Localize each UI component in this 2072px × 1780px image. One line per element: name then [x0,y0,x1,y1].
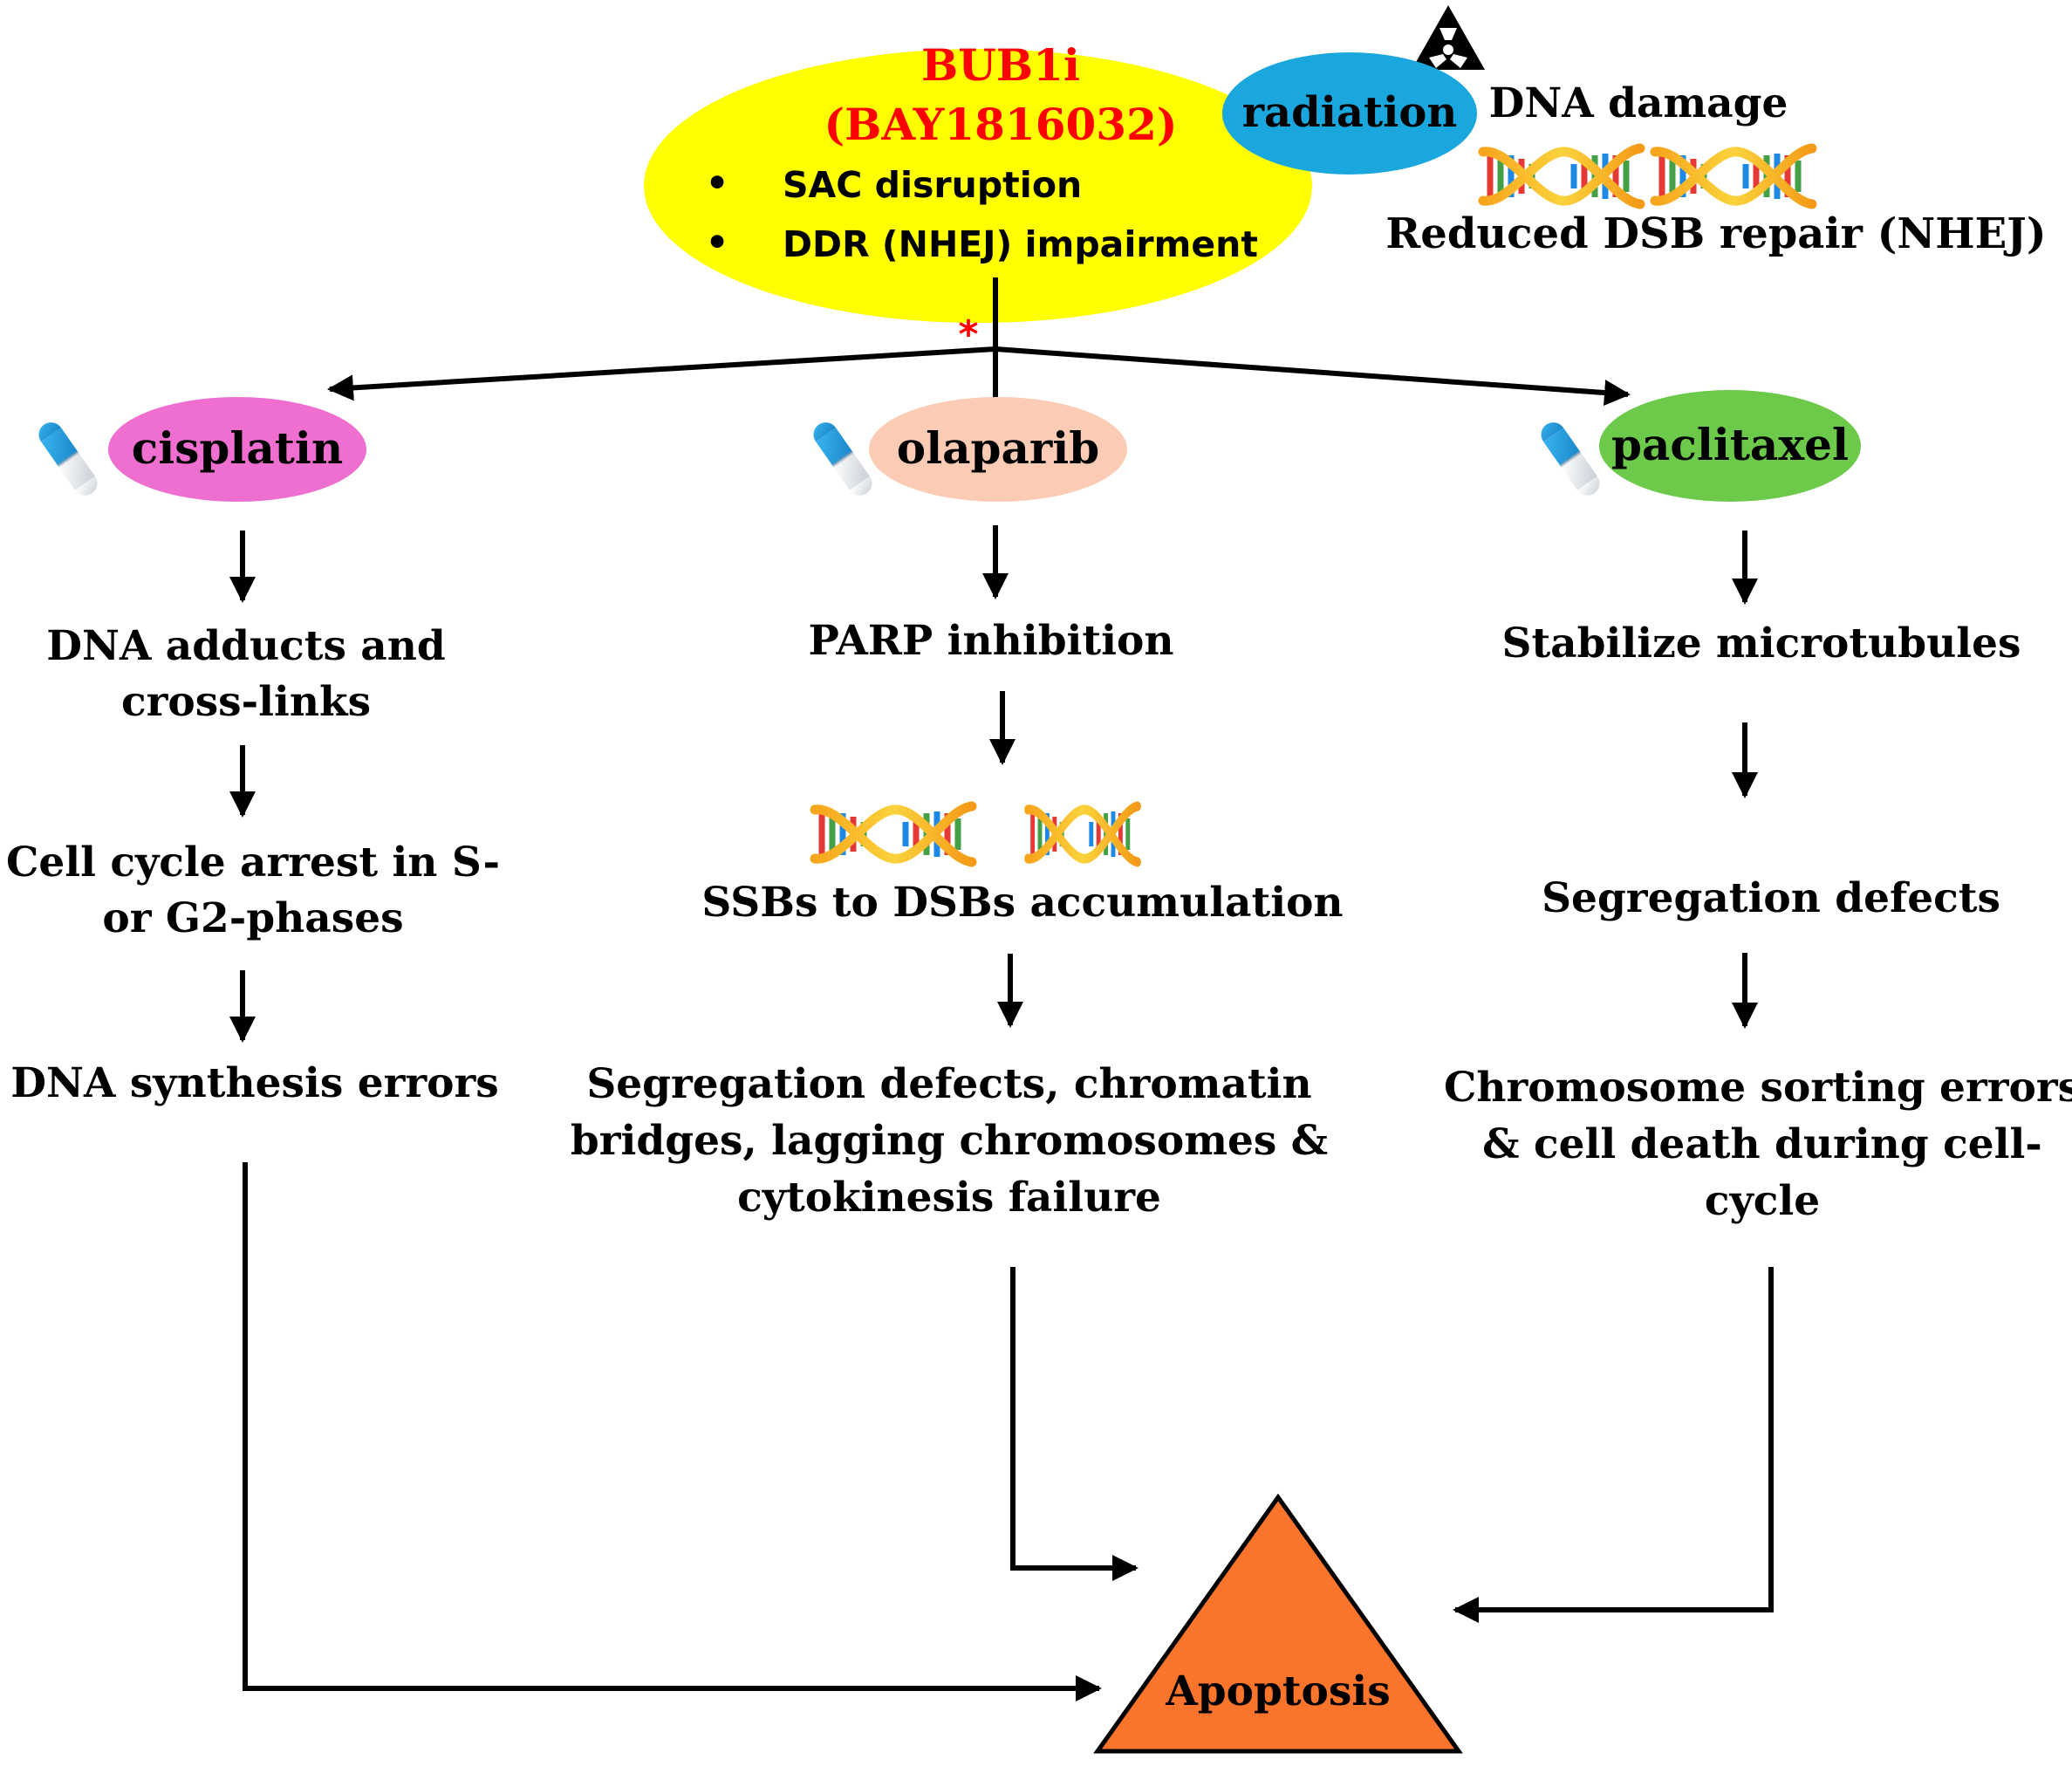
dna-helix-icon [815,806,972,862]
cisplatin-ellipse [108,397,366,502]
radiation-label: radiation [1242,88,1458,137]
bullet-dot: • [706,161,729,204]
branch-arrow-paclitaxel [995,346,1631,407]
olaparib-step-1: PARP inhibition [808,617,1173,665]
paclitaxel-label: paclitaxel [1611,419,1849,470]
paclitaxel-step-3-line-2: & cell death during cell- [1482,1120,2042,1168]
paclitaxel-step-3-line-1: Chromosome sorting errors [1444,1064,2072,1112]
bullet-dot: • [706,221,729,264]
paclitaxel-step-3-line-3: cycle [1705,1177,1820,1225]
cisplatin-step-3: DNA synthesis errors [10,1059,498,1107]
dna-helix-icon [1483,148,1640,204]
olaparib-step-2: SSBs to DSBs accumulation [701,879,1343,927]
paclitaxel-ellipse [1599,390,1861,502]
bub1i-bullet-2: DDR (NHEJ) impairment [783,223,1258,265]
olaparib-step-3-line-2: bridges, lagging chromosomes & [571,1117,1328,1165]
dna-helix-icon [1655,148,1812,204]
olaparib-step-3-line-3: cytokinesis failure [737,1174,1161,1222]
capsule-icon [809,417,877,501]
capsule-icon [1536,417,1604,501]
radiation-hazard-icon [1412,5,1485,70]
paclitaxel-to-apoptosis-arrow [1453,1267,1774,1623]
bub1i-title: BUB1i [921,39,1080,91]
olaparib-to-apoptosis-arrow [1010,1267,1139,1581]
capsule-icon [34,417,102,501]
asterisk-mark: * [958,312,978,357]
apoptosis-triangle [1093,1493,1463,1754]
cisplatin-step-1-line-1: DNA adducts and [46,622,446,670]
branch-arrow-cisplatin [327,346,996,401]
dna-helix-broken-icon [1028,806,1138,862]
cisplatin-step-2-line-1: Cell cycle arrest in S- [6,839,500,887]
cisplatin-step-1-line-2: cross-links [121,678,371,726]
radiation-ellipse [1222,52,1477,175]
bub1i-bullet-1: SAC disruption [783,164,1082,206]
cisplatin-step-2-line-2: or G2-phases [102,894,403,942]
cisplatin-to-apoptosis-arrow [243,1162,1102,1701]
paclitaxel-step-2: Segregation defects [1542,874,2000,922]
radiation-effect-bottom: Reduced DSB repair (NHEJ) [1385,209,2046,258]
paclitaxel-step-1: Stabilize microtubules [1502,620,2021,668]
bub1i-ellipse [644,49,1312,323]
olaparib-ellipse [869,397,1127,502]
olaparib-label: olaparib [897,422,1099,474]
apoptosis-label: Apoptosis [1165,1667,1390,1715]
olaparib-step-3-line-1: Segregation defects, chromatin [586,1060,1311,1108]
radiation-effect-top: DNA damage [1489,79,1788,127]
bub1i-subtitle: (BAY1816032) [824,99,1177,150]
cisplatin-label: cisplatin [132,422,343,474]
